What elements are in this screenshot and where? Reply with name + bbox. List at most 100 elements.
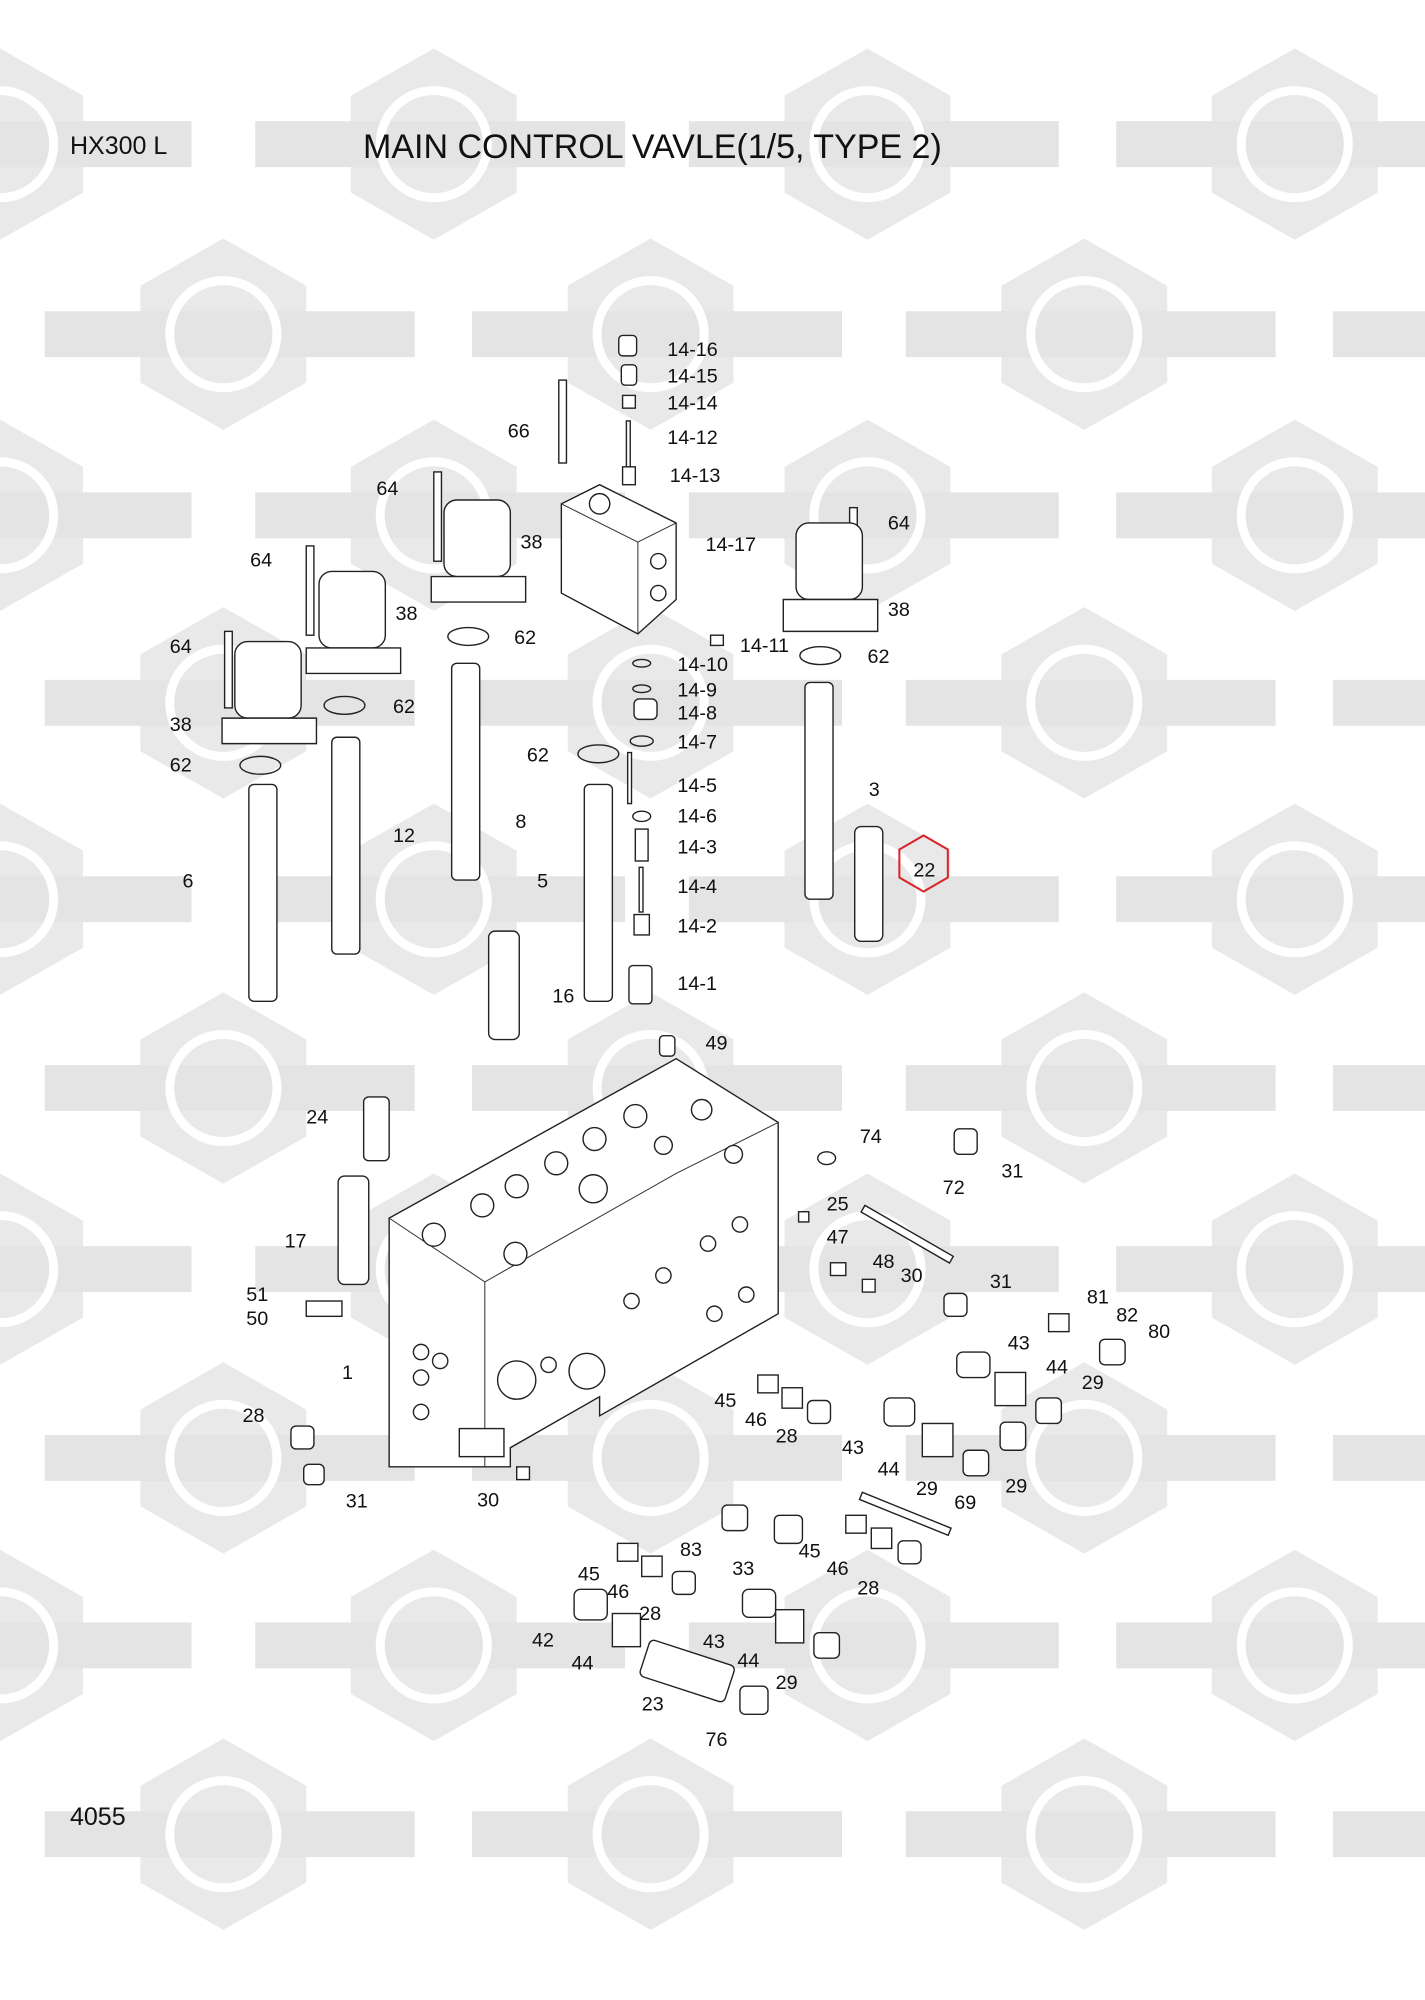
part-label-12[interactable]: 12 xyxy=(393,825,415,847)
part-label-29[interactable]: 29 xyxy=(916,1478,938,1500)
part-label-14-8[interactable]: 14-8 xyxy=(677,702,717,724)
part-label-66[interactable]: 66 xyxy=(508,421,530,443)
part-label-28[interactable]: 28 xyxy=(242,1405,264,1427)
part-label-46[interactable]: 46 xyxy=(827,1558,849,1580)
part-label-28[interactable]: 28 xyxy=(776,1426,798,1448)
highlight-hexagon xyxy=(898,834,949,893)
part-label-31[interactable]: 31 xyxy=(1001,1160,1023,1182)
part-label-43[interactable]: 43 xyxy=(1008,1332,1030,1354)
part-label-49[interactable]: 49 xyxy=(705,1033,727,1055)
part-label-29[interactable]: 29 xyxy=(1005,1475,1027,1497)
page-title: MAIN CONTROL VAVLE(1/5, TYPE 2) xyxy=(363,128,942,166)
watermark-logo xyxy=(1333,1065,1425,1111)
part-label-44[interactable]: 44 xyxy=(1046,1357,1068,1379)
part-label-62[interactable]: 62 xyxy=(867,646,889,668)
part-label-14-6[interactable]: 14-6 xyxy=(677,806,717,828)
part-label-45[interactable]: 45 xyxy=(714,1390,736,1412)
part-label-30[interactable]: 30 xyxy=(477,1489,499,1511)
part-label-64[interactable]: 64 xyxy=(376,478,398,500)
part-label-83[interactable]: 83 xyxy=(680,1539,702,1561)
part-label-14-17[interactable]: 14-17 xyxy=(705,534,756,556)
part-label-69[interactable]: 69 xyxy=(954,1492,976,1514)
part-label-38[interactable]: 38 xyxy=(888,599,910,621)
part-label-47[interactable]: 47 xyxy=(827,1227,849,1249)
watermark-logo xyxy=(44,1738,415,1930)
parts-drawing xyxy=(221,334,1126,1715)
part-label-23[interactable]: 23 xyxy=(642,1693,664,1715)
part-label-64[interactable]: 64 xyxy=(888,512,910,534)
part-label-28[interactable]: 28 xyxy=(857,1577,879,1599)
part-label-42[interactable]: 42 xyxy=(532,1630,554,1652)
part-label-64[interactable]: 64 xyxy=(250,549,272,571)
part-label-14-13[interactable]: 14-13 xyxy=(670,465,721,487)
part-label-62[interactable]: 62 xyxy=(393,696,415,718)
part-label-14-1[interactable]: 14-1 xyxy=(677,973,717,995)
part-label-22[interactable]: 22 xyxy=(913,859,935,881)
part-label-62[interactable]: 62 xyxy=(170,755,192,777)
part-label-14-15[interactable]: 14-15 xyxy=(667,366,718,388)
part-label-45[interactable]: 45 xyxy=(578,1563,600,1585)
part-label-46[interactable]: 46 xyxy=(607,1581,629,1603)
watermark-logo xyxy=(1116,419,1425,611)
part-label-8[interactable]: 8 xyxy=(515,811,526,833)
part-label-82[interactable]: 82 xyxy=(1116,1304,1138,1326)
part-label-62[interactable]: 62 xyxy=(514,627,536,649)
part-label-14-11[interactable]: 14-11 xyxy=(740,635,789,657)
part-label-43[interactable]: 43 xyxy=(842,1437,864,1459)
watermark-logo xyxy=(472,1738,842,1930)
part-label-14-7[interactable]: 14-7 xyxy=(677,732,717,754)
watermark-logo xyxy=(688,419,1059,611)
part-label-44[interactable]: 44 xyxy=(878,1459,900,1481)
part-label-29[interactable]: 29 xyxy=(1082,1372,1104,1394)
part-label-24[interactable]: 24 xyxy=(306,1107,328,1129)
part-label-17[interactable]: 17 xyxy=(285,1230,307,1252)
watermark-logo xyxy=(255,803,626,995)
watermark-logo xyxy=(1333,679,1425,726)
part-label-48[interactable]: 48 xyxy=(873,1251,895,1273)
part-label-51[interactable]: 51 xyxy=(246,1284,268,1306)
part-label-25[interactable]: 25 xyxy=(827,1193,849,1215)
part-label-29[interactable]: 29 xyxy=(776,1672,798,1694)
part-label-74[interactable]: 74 xyxy=(860,1126,882,1148)
part-label-3[interactable]: 3 xyxy=(869,779,880,801)
part-label-80[interactable]: 80 xyxy=(1148,1321,1170,1343)
part-label-38[interactable]: 38 xyxy=(521,531,543,553)
part-label-16[interactable]: 16 xyxy=(552,986,574,1008)
part-label-33[interactable]: 33 xyxy=(732,1558,754,1580)
part-label-28[interactable]: 28 xyxy=(639,1603,661,1625)
part-label-62[interactable]: 62 xyxy=(527,744,549,766)
part-label-38[interactable]: 38 xyxy=(170,714,192,736)
part-label-14-9[interactable]: 14-9 xyxy=(677,679,717,701)
part-label-14-3[interactable]: 14-3 xyxy=(677,836,717,858)
part-label-14-16[interactable]: 14-16 xyxy=(667,339,718,361)
part-label-31[interactable]: 31 xyxy=(990,1271,1012,1293)
part-label-31[interactable]: 31 xyxy=(346,1491,368,1513)
watermark-logo xyxy=(1116,1549,1425,1742)
part-label-50[interactable]: 50 xyxy=(246,1308,268,1330)
part-label-14-12[interactable]: 14-12 xyxy=(667,427,718,449)
part-label-44[interactable]: 44 xyxy=(737,1650,759,1672)
part-label-14-2[interactable]: 14-2 xyxy=(677,915,717,937)
watermark-logo xyxy=(688,48,1059,240)
part-label-6[interactable]: 6 xyxy=(183,871,194,893)
part-label-14-14[interactable]: 14-14 xyxy=(667,392,718,414)
part-label-38[interactable]: 38 xyxy=(396,603,418,625)
page-number: 4055 xyxy=(70,1803,126,1831)
part-label-1[interactable]: 1 xyxy=(342,1362,353,1384)
part-label-44[interactable]: 44 xyxy=(572,1653,594,1675)
part-label-5[interactable]: 5 xyxy=(537,871,548,893)
watermark-logo xyxy=(1116,48,1425,240)
part-label-81[interactable]: 81 xyxy=(1087,1287,1109,1309)
part-label-72[interactable]: 72 xyxy=(943,1177,965,1199)
part-label-76[interactable]: 76 xyxy=(705,1729,727,1751)
part-label-43[interactable]: 43 xyxy=(703,1631,725,1653)
part-label-14-4[interactable]: 14-4 xyxy=(677,876,717,898)
part-label-14-10[interactable]: 14-10 xyxy=(677,654,728,676)
part-label-64[interactable]: 64 xyxy=(170,636,192,658)
part-label-45[interactable]: 45 xyxy=(799,1540,821,1562)
part-label-30[interactable]: 30 xyxy=(901,1265,923,1287)
part-label-46[interactable]: 46 xyxy=(745,1409,767,1431)
watermark-logo xyxy=(44,238,415,430)
part-label-14-5[interactable]: 14-5 xyxy=(677,775,717,797)
